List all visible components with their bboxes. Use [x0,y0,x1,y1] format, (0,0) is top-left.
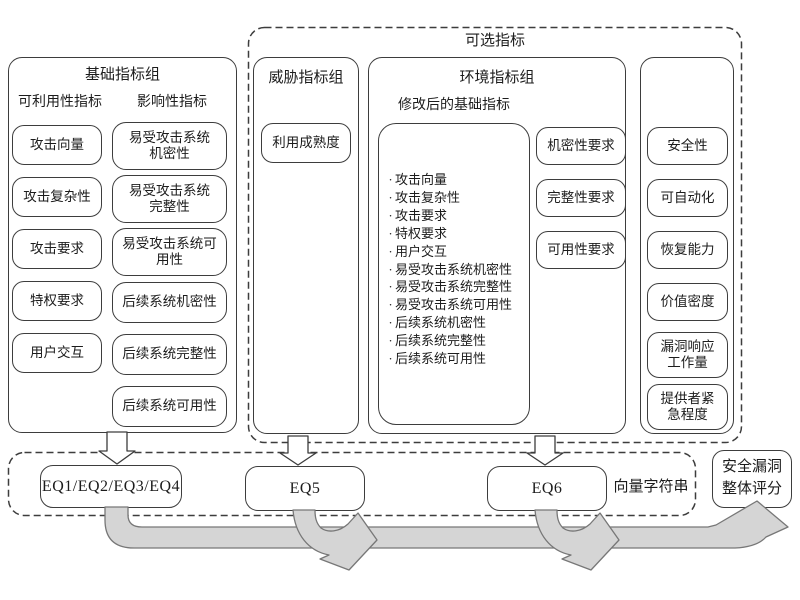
environmental-group-title: 环境指标组 [459,70,535,86]
impact-subtitle: 影响性指标 [137,95,207,110]
bullet: · [388,207,393,223]
list-item: ·易受攻击系统机密性 [386,261,528,279]
bullet: · [388,172,393,187]
bullet: · [388,351,393,367]
metric-subsequent-system-availability: 后续系统可用性 [112,386,227,427]
metric-privileges-required: 特权要求 [12,281,102,321]
bullet: · [388,297,393,313]
bullet: · [388,243,393,259]
vector-string-label: 向量字符串 [613,479,689,495]
metric-vuln-system-confidentiality: 易受攻击系统 机密性 [112,122,227,170]
list-item: ·攻击复杂性 [386,189,528,207]
list-item: ·后续系统完整性 [386,332,528,350]
eq6-box: EQ6 [487,466,607,511]
metric-vuln-system-integrity: 易受攻击系统 完整性 [112,175,227,223]
metric-subsequent-system-integrity: 后续系统完整性 [112,334,227,375]
metric-attack-vector: 攻击向量 [12,125,102,165]
modified-base-title: 修改后的基础指标 [398,98,510,113]
modified-base-metrics-list: ·攻击向量 ·攻击复杂性 ·攻击要求 ·特权要求 ·用户交互 ·易受攻击系统机密… [386,171,528,368]
bullet: · [388,315,393,331]
metric-vuln-system-availability: 易受攻击系统可 用性 [112,228,227,276]
metric-value-density: 价值密度 [647,283,728,321]
list-item: ·攻击向量 [386,171,528,189]
metric-exploit-maturity: 利用成熟度 [261,123,351,163]
bullet: · [388,189,393,205]
bullet: · [388,225,393,241]
list-item: ·后续系统机密性 [386,314,528,332]
list-item: ·易受攻击系统可用性 [386,296,528,314]
exploitability-subtitle: 可利用性指标 [18,95,102,110]
metric-safety: 安全性 [647,127,728,165]
threat-metric-group-box [253,57,359,434]
eq5-merge-arrow [292,509,378,571]
metric-automatable: 可自动化 [647,179,728,217]
list-item: ·攻击要求 [386,207,528,225]
list-item: ·特权要求 [386,225,528,243]
metric-subsequent-system-confidentiality: 后续系统机密性 [112,282,227,323]
threat-group-title: 威胁指标组 [268,70,344,86]
optional-metrics-title: 可选指标 [464,33,525,49]
list-item: ·后续系统可用性 [386,350,528,368]
metric-availability-requirement: 可用性要求 [536,231,626,269]
metric-integrity-requirement: 完整性要求 [536,179,626,217]
bullet: · [388,279,393,295]
metric-attack-requirements: 攻击要求 [12,229,102,269]
modified-base-metrics-box [378,123,530,425]
env-to-eq6-down-arrow-icon [526,435,564,466]
metric-response-effort: 漏洞响应 工作量 [647,332,728,378]
bullet: · [388,333,393,349]
metric-provider-urgency: 提供者紧 急程度 [647,384,728,430]
eq1-eq4-box: EQ1/EQ2/EQ3/EQ4 [40,465,182,508]
eq6-merge-arrow [534,509,620,571]
base-to-eq1-down-arrow-icon [98,431,136,465]
list-item: ·易受攻击系统完整性 [386,278,528,296]
main-flow-arrow [104,500,789,549]
list-item: ·用户交互 [386,243,528,261]
metric-user-interaction: 用户交互 [12,333,102,373]
metric-recovery: 恢复能力 [647,231,728,269]
overall-score-box: 安全漏洞整体评分 [712,450,792,508]
bullet: · [388,261,393,277]
eq5-box: EQ5 [245,466,365,511]
metric-confidentiality-requirement: 机密性要求 [536,127,626,165]
base-group-title: 基础指标组 [84,67,160,83]
metric-attack-complexity: 攻击复杂性 [12,177,102,217]
threat-to-eq5-down-arrow-icon [279,435,317,466]
